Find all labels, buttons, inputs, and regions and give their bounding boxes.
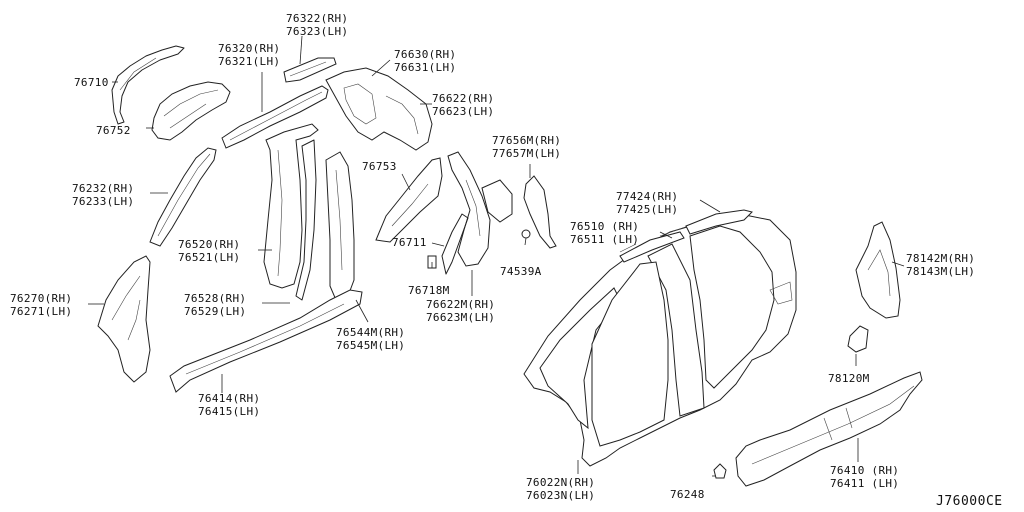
label-76528: 76528(RH) 76529(LH) — [184, 292, 247, 318]
part-76414-drawing — [169, 289, 363, 393]
part-76528-drawing — [295, 139, 317, 301]
part-78120M-drawing — [847, 325, 869, 353]
label-76322: 76322(RH) 76323(LH) — [286, 12, 349, 38]
part-76232-drawing — [149, 147, 217, 247]
part-76510-drawing — [619, 231, 685, 263]
part-76544M-drawing — [325, 151, 355, 301]
label-76753: 76753 — [362, 160, 397, 173]
label-76410: 76410 (RH) 76411 (LH) — [830, 464, 900, 490]
label-76270: 76270(RH) 76271(LH) — [10, 292, 73, 318]
part-76410-drawing — [735, 371, 923, 487]
part-76630-drawing — [325, 67, 433, 151]
part-76322-drawing — [283, 57, 337, 83]
part-76752-drawing — [151, 81, 231, 141]
diagram-code: J76000CE — [936, 494, 1003, 509]
part-76520-drawing — [263, 123, 319, 289]
label-76232: 76232(RH) 76233(LH) — [72, 182, 135, 208]
part-76622M-drawing — [447, 151, 513, 267]
label-76711: 76711 — [392, 236, 427, 249]
part-77424-drawing — [685, 209, 753, 235]
part-76710-drawing — [111, 45, 185, 125]
label-76752: 76752 — [96, 124, 131, 137]
part-76248-drawing — [713, 463, 727, 479]
label-76510: 76510 (RH) 76511 (LH) — [570, 220, 640, 246]
part-76711-drawing — [441, 213, 469, 275]
label-78142M: 78142M(RH) 78143M(LH) — [906, 252, 976, 278]
label-74539A: 74539A — [500, 265, 542, 278]
label-77424: 77424(RH) 77425(LH) — [616, 190, 679, 216]
label-76320: 76320(RH) 76321(LH) — [218, 42, 281, 68]
label-76630: 76630(RH) 76631(LH) — [394, 48, 457, 74]
part-77656M-drawing — [523, 175, 557, 249]
part-76022N-drawing — [523, 213, 797, 467]
label-76022N: 76022N(RH) 76023N(LH) — [526, 476, 596, 502]
part-76270-drawing — [97, 255, 151, 383]
label-78120M: 78120M — [828, 372, 870, 385]
label-77656M: 77656M(RH) 77657M(LH) — [492, 134, 562, 160]
label-76718M: 76718M — [408, 284, 450, 297]
part-78142M-drawing — [855, 221, 901, 319]
part-76753-drawing — [375, 157, 443, 243]
label-76622: 76622(RH) 76623(LH) — [432, 92, 495, 118]
label-76248: 76248 — [670, 488, 705, 501]
label-76544M: 76544M(RH) 76545M(LH) — [336, 326, 406, 352]
label-76520: 76520(RH) 76521(LH) — [178, 238, 241, 264]
label-76414: 76414(RH) 76415(LH) — [198, 392, 261, 418]
leader-lines — [88, 35, 905, 477]
label-76710: 76710 — [74, 76, 109, 89]
part-76320-drawing — [221, 85, 329, 149]
part-74539A-drawing — [521, 229, 531, 239]
label-76622M: 76622M(RH) 76623M(LH) — [426, 298, 496, 324]
